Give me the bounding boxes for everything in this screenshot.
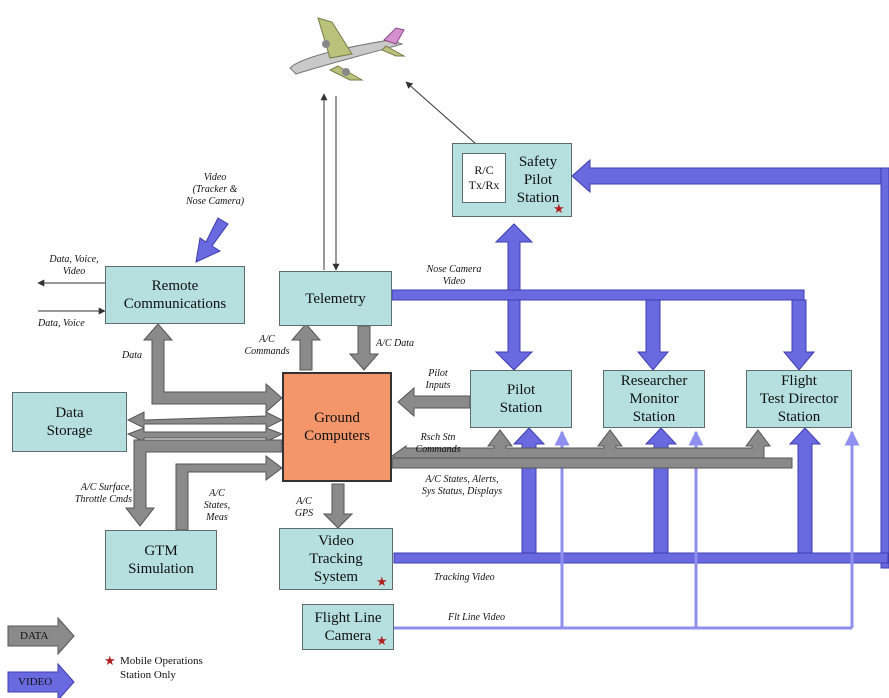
ac-states-meas-label: A/C States, Meas xyxy=(203,488,231,523)
thin-links xyxy=(37,81,477,315)
flight-line-camera: Flight Line Camera xyxy=(302,604,394,650)
telemetry: Telemetry xyxy=(279,271,392,326)
flight-test-director-station: Flight Test Director Station xyxy=(746,370,852,428)
video-arrows xyxy=(195,158,889,569)
flt-line-video-label: Flt Line Video xyxy=(448,612,506,623)
ground-computers: Ground Computers xyxy=(282,372,392,482)
pilot-station: Pilot Station xyxy=(470,370,572,428)
rc-transceiver: R/C Tx/Rx xyxy=(462,153,506,203)
data-arrows xyxy=(124,323,793,531)
legend-video-label: VIDEO xyxy=(18,676,53,688)
researcher-monitor-station: Researcher Monitor Station xyxy=(603,370,705,428)
star-icon: ★ xyxy=(104,653,116,668)
data-voice-label: Data, Voice xyxy=(38,318,85,329)
surface-throttle-label: A/C Surface, Throttle Cmds xyxy=(74,482,132,505)
pilot-inputs-label: Pilot Inputs xyxy=(425,368,451,391)
legend-mobile-note: Mobile Operations Station Only xyxy=(120,655,203,681)
star-icon: ★ xyxy=(376,574,388,589)
star-icon: ★ xyxy=(376,633,388,648)
star-icon: ★ xyxy=(553,201,565,216)
tracking-video-label: Tracking Video xyxy=(434,572,495,583)
data-storage: Data Storage xyxy=(12,392,127,452)
video-tracking-system: Video Tracking System xyxy=(279,528,393,590)
ac-gps-label: A/C GPS xyxy=(294,496,314,519)
nose-camera-video-label: Nose Camera Video xyxy=(426,264,482,287)
airplane-icon xyxy=(289,17,406,81)
ac-commands-label: A/C Commands xyxy=(244,334,290,357)
data-voice-video-label: Data, Voice, Video xyxy=(49,254,99,277)
rsch-stn-commands-label: Rsch Stn Commands xyxy=(415,432,461,455)
gtm-simulation: GTM Simulation xyxy=(105,530,217,590)
remote-communications: Remote Communications xyxy=(105,266,245,324)
data-label: Data xyxy=(122,350,142,361)
legend-shapes xyxy=(7,616,75,698)
ac-data-label: A/C Data xyxy=(376,338,415,349)
legend-data-label: DATA xyxy=(20,630,49,642)
ac-states-alerts-label: A/C States, Alerts, Sys Status, Displays xyxy=(421,474,503,497)
video-in-label: Video (Tracker & Nose Camera) xyxy=(185,172,245,207)
